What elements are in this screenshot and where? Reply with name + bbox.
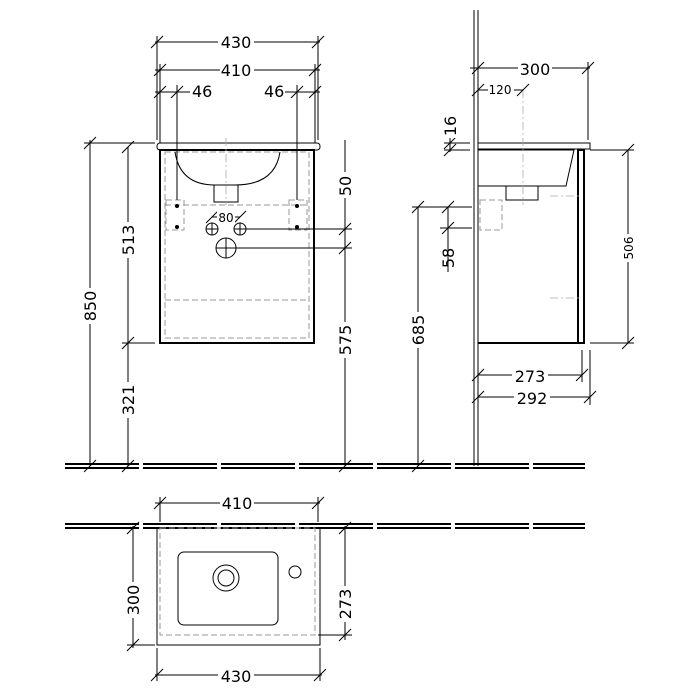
dim-321: 321 xyxy=(119,385,138,416)
dim-292: 292 xyxy=(517,389,548,408)
side-view: 300 120 16 506 685 58 273 292 xyxy=(409,10,636,473)
dim-575: 575 xyxy=(336,325,355,356)
dim-46-left: 46 xyxy=(192,82,212,101)
dim-58: 58 xyxy=(439,248,458,268)
door-side xyxy=(577,149,585,344)
plan-view: 410 430 300 273 xyxy=(65,494,585,686)
wall-bracket-right xyxy=(288,199,308,231)
drain-plan xyxy=(212,564,240,592)
bracket-side xyxy=(479,199,503,231)
dim-50: 50 xyxy=(336,176,355,196)
dim-410: 410 xyxy=(221,61,252,80)
basin-plan xyxy=(177,551,279,626)
countertop-front xyxy=(156,142,321,151)
dim-120: 120 xyxy=(489,83,512,97)
basin-outline xyxy=(174,151,281,186)
front-view: 430 410 46 46 850 513 321 50 575 80 xyxy=(81,32,355,473)
countertop-side xyxy=(477,142,591,150)
dim-506: 506 xyxy=(622,237,636,260)
dim-273-plan: 273 xyxy=(336,589,355,620)
countertop-plan xyxy=(156,527,321,646)
dim-80: 80 xyxy=(218,211,233,225)
dim-300-side: 300 xyxy=(520,60,551,79)
dim-430: 430 xyxy=(221,33,252,52)
floor-line xyxy=(65,463,585,469)
dim-513: 513 xyxy=(119,225,138,256)
dim-430-plan: 430 xyxy=(221,667,252,686)
tap-hole-plan xyxy=(288,565,302,579)
cabinet-front xyxy=(159,149,315,344)
dim-410-plan: 410 xyxy=(222,494,253,513)
dim-685: 685 xyxy=(409,315,428,346)
dim-850: 850 xyxy=(81,291,100,322)
dim-46-right: 46 xyxy=(264,82,284,101)
dim-273-side: 273 xyxy=(515,367,546,386)
wall-bracket-left xyxy=(165,199,185,231)
dim-16: 16 xyxy=(441,116,460,136)
dim-300-plan: 300 xyxy=(124,585,143,616)
